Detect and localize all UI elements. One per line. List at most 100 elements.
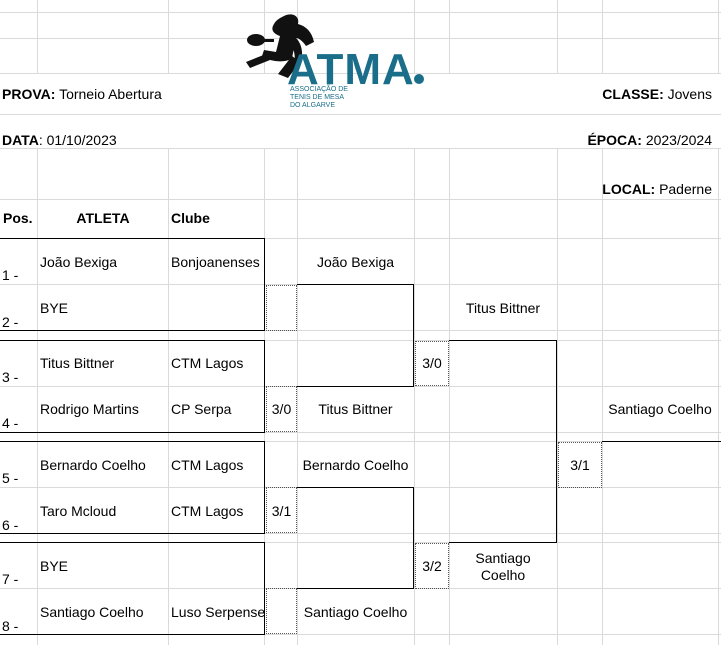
pos-8[interactable]: 8 - — [2, 618, 19, 634]
gridline — [0, 114, 721, 115]
bracket-line — [264, 441, 265, 534]
athlete-club-3[interactable]: CTM Lagos — [171, 355, 244, 371]
athlete-name-7[interactable]: BYE — [40, 558, 69, 574]
bracket-line — [264, 542, 265, 635]
bracket-line — [0, 533, 265, 534]
pos-7[interactable]: 7 - — [2, 571, 19, 587]
logo-acronym: ATMA — [287, 45, 415, 94]
bracket-line — [449, 542, 557, 543]
athlete-name-2[interactable]: BYE — [40, 300, 69, 316]
logo-line-2: TENIS DE MESA — [290, 94, 345, 101]
final-score[interactable]: 3/1 — [570, 457, 590, 473]
athlete-name-5[interactable]: Bernardo Coelho — [40, 457, 146, 473]
bracket-line — [0, 542, 265, 543]
gridline — [168, 0, 169, 645]
atma-logo: ATMA ASSOCIAÇÃO DE TENIS DE MESA DO ALGA… — [240, 10, 430, 116]
bracket-line — [0, 441, 265, 442]
round2-score-1[interactable]: 3/0 — [422, 355, 442, 371]
score-box[interactable] — [266, 487, 297, 533]
athlete-club-1[interactable]: Bonjoanenses — [171, 254, 260, 270]
athlete-name-3[interactable]: Titus Bittner — [40, 355, 115, 371]
bracket-line — [0, 238, 265, 239]
clube-header[interactable]: Clube — [171, 210, 210, 226]
table-tennis-player-icon — [246, 14, 314, 78]
prova-label: PROVA: — [2, 86, 56, 102]
round2-winner-2-line1[interactable]: Santiago — [475, 550, 531, 566]
logo-line-1: ASSOCIAÇÃO DE — [290, 86, 348, 93]
bracket-line — [0, 634, 265, 635]
local-value: Paderne — [659, 181, 712, 197]
pos-header[interactable]: Pos. — [3, 210, 33, 226]
gridline — [0, 73, 721, 74]
atleta-header[interactable]: ATLETA — [76, 210, 130, 226]
gridline — [0, 634, 721, 635]
round1-score-2[interactable]: 3/0 — [271, 401, 292, 417]
score-box[interactable] — [266, 588, 297, 634]
bracket-line — [449, 340, 557, 341]
pos-3[interactable]: 3 - — [2, 369, 19, 385]
round1-winner-1[interactable]: João Bexiga — [316, 254, 395, 270]
gridline — [414, 0, 415, 645]
round1-winner-4[interactable]: Santiago Coelho — [303, 604, 408, 620]
pos-2[interactable]: 2 - — [2, 314, 19, 330]
score-box[interactable] — [415, 341, 449, 386]
pos-1[interactable]: 1 - — [2, 267, 19, 283]
round1-score-3[interactable]: 3/1 — [271, 503, 292, 519]
score-box[interactable] — [558, 442, 602, 488]
athlete-club-4[interactable]: CP Serpa — [171, 401, 232, 417]
gridline — [0, 330, 721, 331]
gridline — [0, 238, 721, 239]
gridline — [449, 0, 450, 645]
athlete-club-5[interactable]: CTM Lagos — [171, 457, 244, 473]
bracket-line — [297, 284, 414, 285]
pos-6[interactable]: 6 - — [2, 517, 19, 533]
athlete-name-6[interactable]: Taro Mcloud — [40, 503, 117, 519]
final-winner[interactable]: Santiago Coelho — [608, 401, 712, 417]
bracket-line — [297, 487, 414, 488]
data-label: DATA — [2, 132, 39, 148]
bracket-line — [0, 432, 265, 433]
logo-dot — [414, 74, 424, 84]
data-value: : 01/10/2023 — [38, 132, 117, 148]
classe-label: CLASSE: — [602, 86, 664, 102]
local-field[interactable]: LOCAL: Paderne — [602, 181, 712, 197]
athlete-club-8[interactable]: Luso Serpense — [171, 604, 266, 620]
athlete-name-4[interactable]: Rodrigo Martins — [40, 401, 139, 417]
logo-line-3: DO ALGARVE — [290, 102, 336, 109]
score-box[interactable] — [266, 386, 297, 432]
header-row-prova — [0, 74, 721, 114]
epoca-value: 2023/2024 — [645, 132, 712, 148]
pos-5[interactable]: 5 - — [2, 470, 19, 486]
gridline — [0, 199, 721, 200]
classe-value: Jovens — [667, 86, 712, 102]
bracket-line — [297, 588, 414, 589]
header-row-data — [0, 115, 721, 148]
bracket-line — [413, 284, 414, 387]
pos-4[interactable]: 4 - — [2, 415, 19, 431]
round1-winner-3[interactable]: Bernardo Coelho — [302, 457, 409, 473]
score-box[interactable] — [266, 285, 297, 331]
bracket-line — [264, 340, 265, 433]
athlete-name-1[interactable]: João Bexiga — [40, 254, 118, 270]
prova-field[interactable]: PROVA: Torneio Abertura — [2, 86, 162, 102]
round1-winner-2[interactable]: Titus Bittner — [318, 401, 393, 417]
gridline — [0, 542, 721, 543]
gridline — [0, 38, 721, 39]
epoca-field[interactable]: ÉPOCA: 2023/2024 — [587, 132, 712, 148]
classe-field[interactable]: CLASSE: Jovens — [602, 86, 712, 102]
gridline — [0, 432, 721, 433]
score-box[interactable] — [415, 543, 449, 589]
bracket-line — [297, 386, 414, 387]
bracket-line — [0, 340, 265, 341]
round2-score-2[interactable]: 3/2 — [422, 558, 442, 574]
round2-winner-1[interactable]: Titus Bittner — [465, 300, 541, 316]
data-field[interactable]: DATA: 01/10/2023 — [2, 132, 117, 148]
athlete-name-8[interactable]: Santiago Coelho — [40, 604, 144, 620]
round2-winner-2-line2[interactable]: Coelho — [480, 567, 526, 583]
gridline — [718, 0, 719, 645]
gridline — [557, 0, 558, 645]
athlete-club-6[interactable]: CTM Lagos — [171, 503, 244, 519]
bracket-line — [602, 441, 721, 442]
local-label: LOCAL: — [602, 181, 656, 197]
